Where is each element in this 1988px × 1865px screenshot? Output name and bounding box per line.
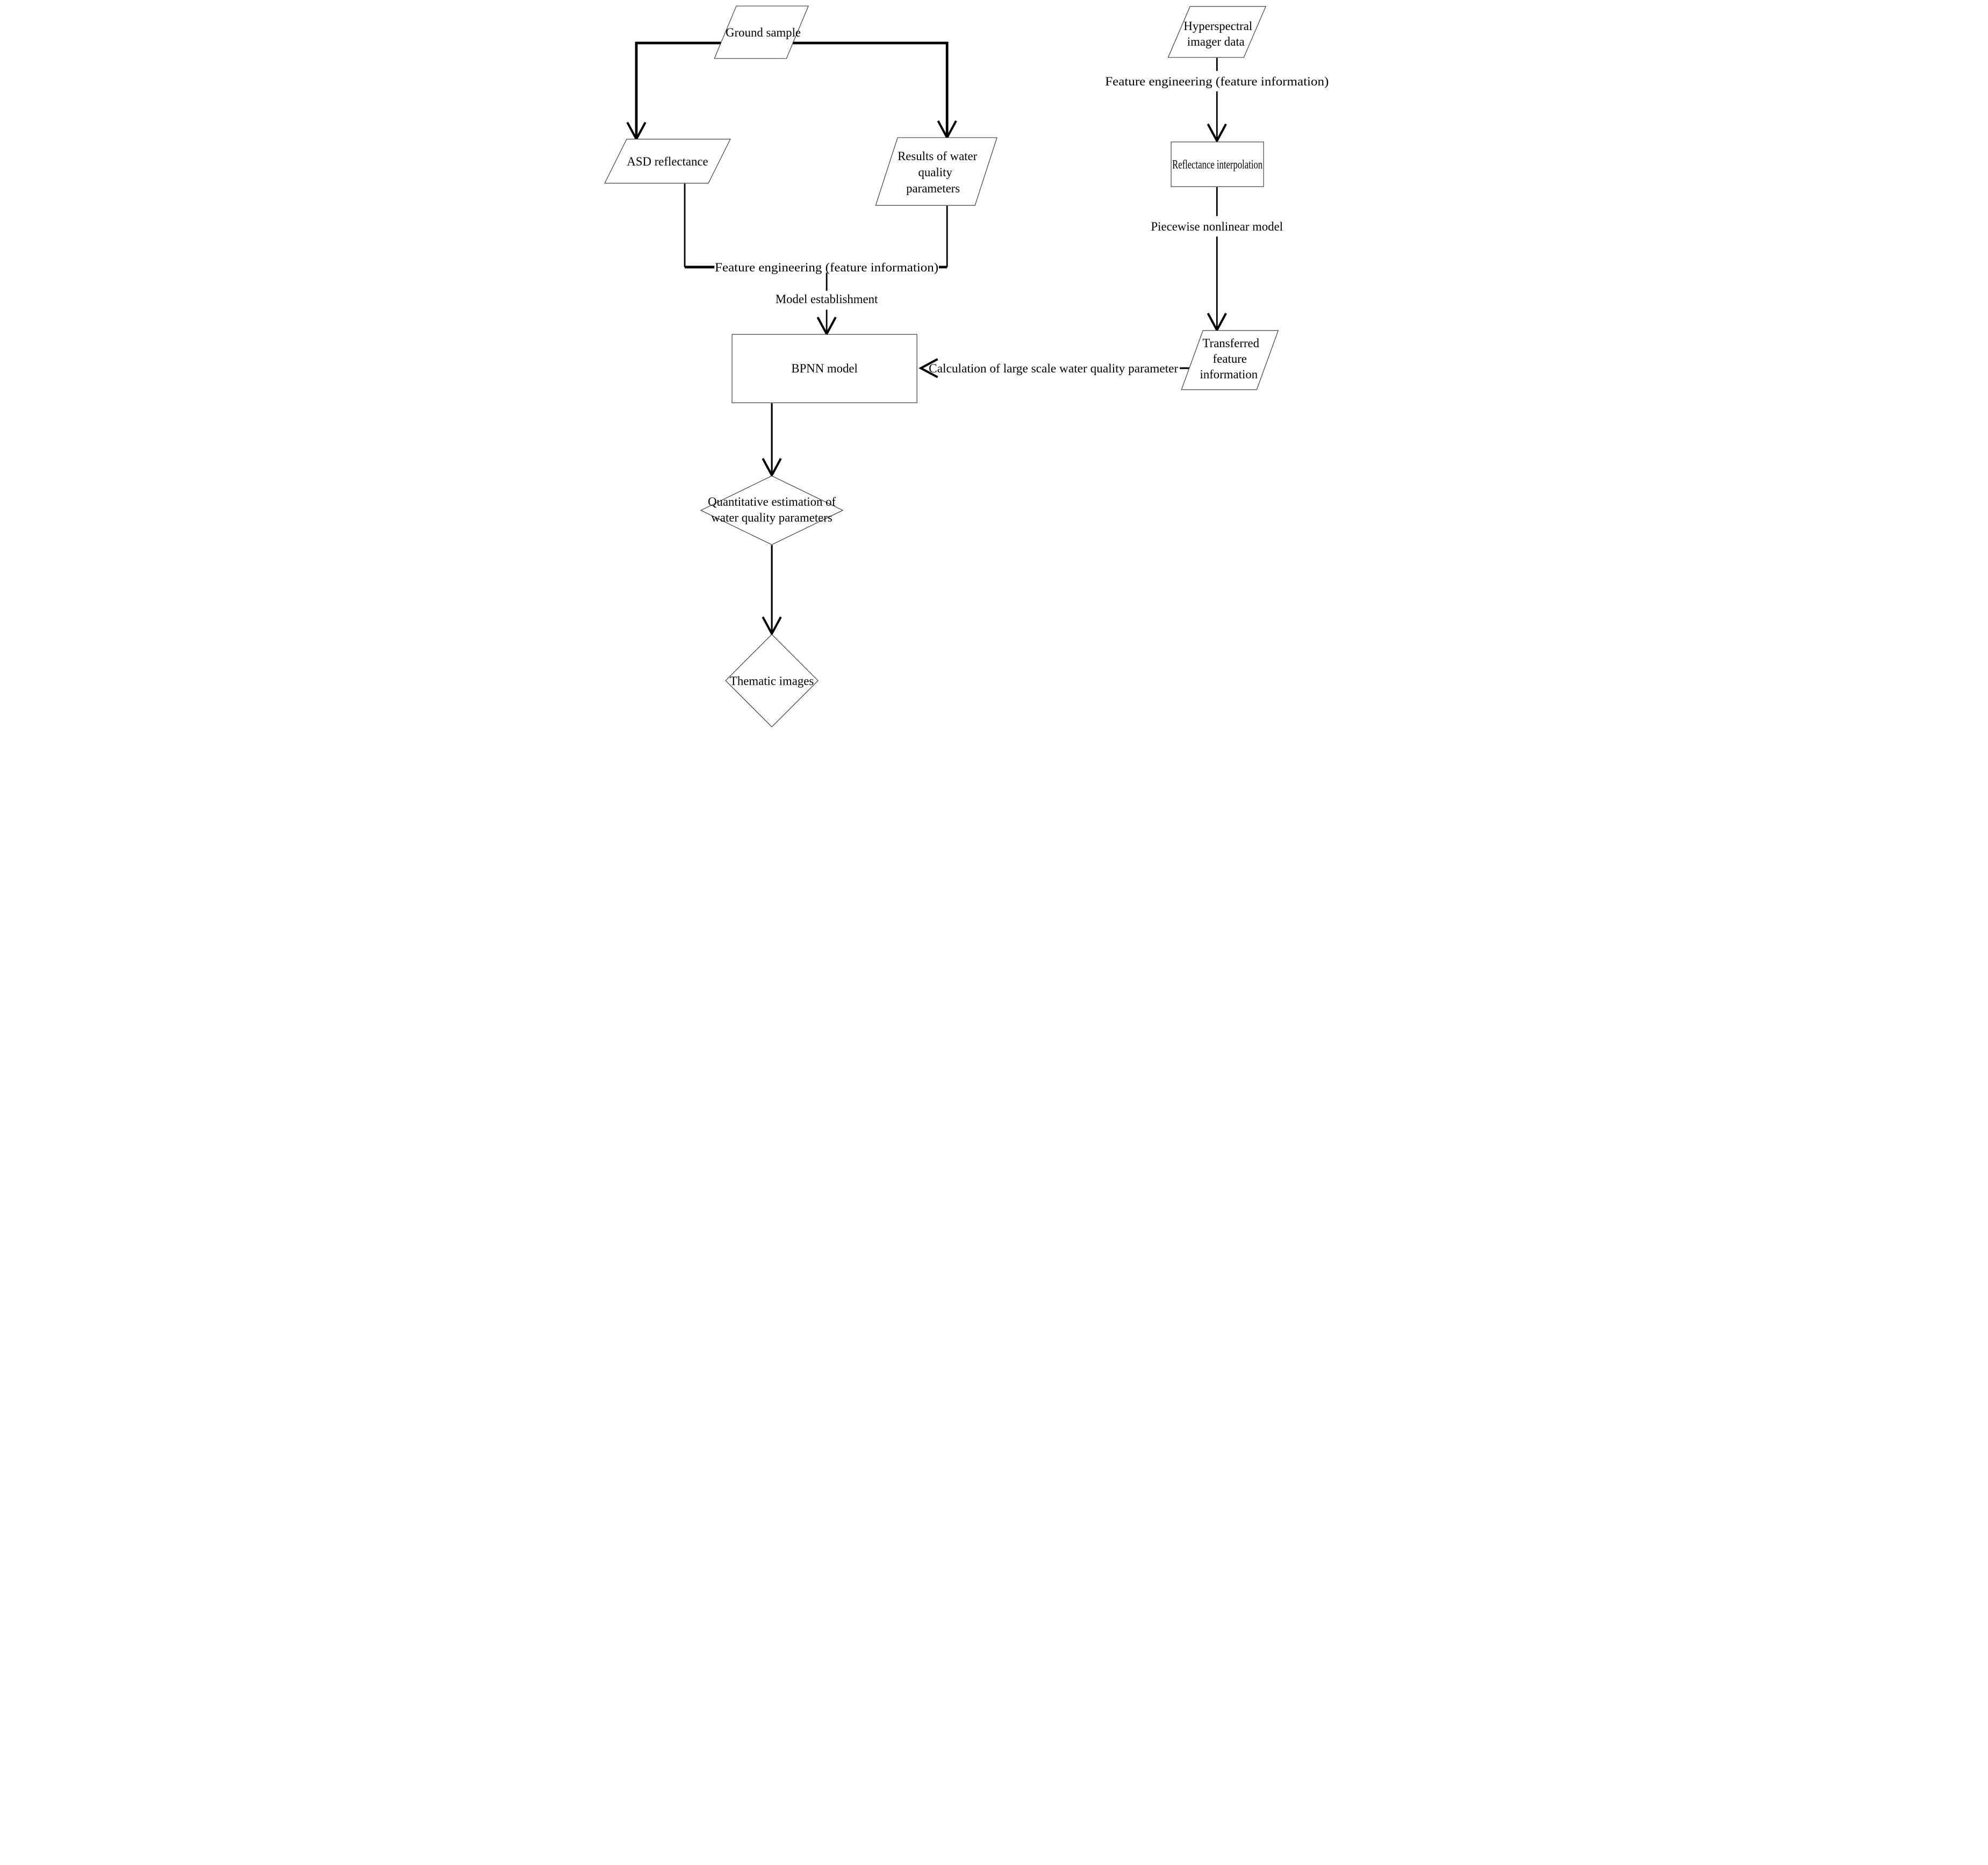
quantitative-estimation-shape <box>700 475 843 546</box>
node-bpnn-model: BPNN model <box>731 334 917 404</box>
bpnn-model-shape <box>731 334 917 404</box>
label-model-establishment: Model establishment <box>775 292 878 306</box>
results-water-quality-label-line1: Results of water <box>898 149 978 163</box>
thematic-images-label: Thematic images <box>729 674 813 687</box>
transferred-feature-label-line3: information <box>1200 368 1258 381</box>
transferred-feature-shape <box>1180 330 1279 390</box>
ground-sample-shape <box>713 5 809 59</box>
arrowhead-into-bpnn <box>816 317 837 336</box>
label-feature-engineering-imager: Feature engineering (feature information… <box>1105 75 1329 88</box>
arrowhead-into-bpnn-right <box>918 358 938 378</box>
arrowhead-into-transferred <box>1207 313 1227 333</box>
node-asd-reflectance: ASD reflectance <box>604 139 731 184</box>
results-water-quality-shape <box>875 137 997 206</box>
results-water-quality-label-line2: quality <box>918 166 952 179</box>
results-water-quality-label-line3: parameters <box>906 182 960 195</box>
node-thematic-images: Thematic images <box>724 634 819 728</box>
asd-reflectance-label: ASD reflectance <box>627 155 708 168</box>
node-quantitative-estimation: Quantitative estimation of water quality… <box>700 475 843 546</box>
label-piecewise-nonlinear: Piecewise nonlinear model <box>1151 220 1283 233</box>
asd-reflectance-shape <box>604 139 731 184</box>
arrowhead-into-reflectance-interp <box>1207 123 1227 144</box>
transferred-feature-label-line1: Transferred <box>1202 336 1259 350</box>
edge-ground-to-asd <box>635 41 721 138</box>
label-feature-engineering-ground: Feature engineering (feature information… <box>715 261 938 274</box>
arrowhead-into-quantitative <box>762 458 782 478</box>
quantitative-estimation-label-line1: Quantitative estimation of <box>708 495 836 508</box>
node-results-water-quality: Results of water quality parameters <box>875 137 997 206</box>
flowchart-canvas: Ground sample ASD reflectance Results of… <box>596 0 1392 747</box>
bpnn-model-label: BPNN model <box>791 362 858 375</box>
edge-ground-to-results <box>792 41 949 137</box>
quantitative-estimation-label-line2: water quality parameters <box>711 511 832 525</box>
ground-sample-label: Ground sample <box>726 26 801 39</box>
hyperspectral-imager-shape <box>1167 6 1266 58</box>
label-calculation-large-scale: Calculation of large scale water quality… <box>929 362 1179 375</box>
node-reflectance-interpolation: Reflectance interpolation <box>1170 141 1264 187</box>
arrowhead-into-thematic <box>762 616 782 636</box>
hyperspectral-imager-label-line2: imager data <box>1187 35 1244 48</box>
transferred-feature-label-line2: feature <box>1212 352 1246 365</box>
node-hyperspectral-imager: Hyperspectral imager data <box>1167 6 1266 58</box>
flowchart-diagram: Ground sample ASD reflectance Results of… <box>596 0 1392 747</box>
reflectance-interpolation-shape <box>1170 141 1264 187</box>
node-transferred-feature: Transferred feature information <box>1180 330 1279 390</box>
node-ground-sample: Ground sample <box>713 5 809 59</box>
reflectance-interpolation-label: Reflectance interpolation <box>1172 158 1262 171</box>
hyperspectral-imager-label-line1: Hyperspectral <box>1183 19 1252 33</box>
thematic-images-shape <box>724 634 819 728</box>
